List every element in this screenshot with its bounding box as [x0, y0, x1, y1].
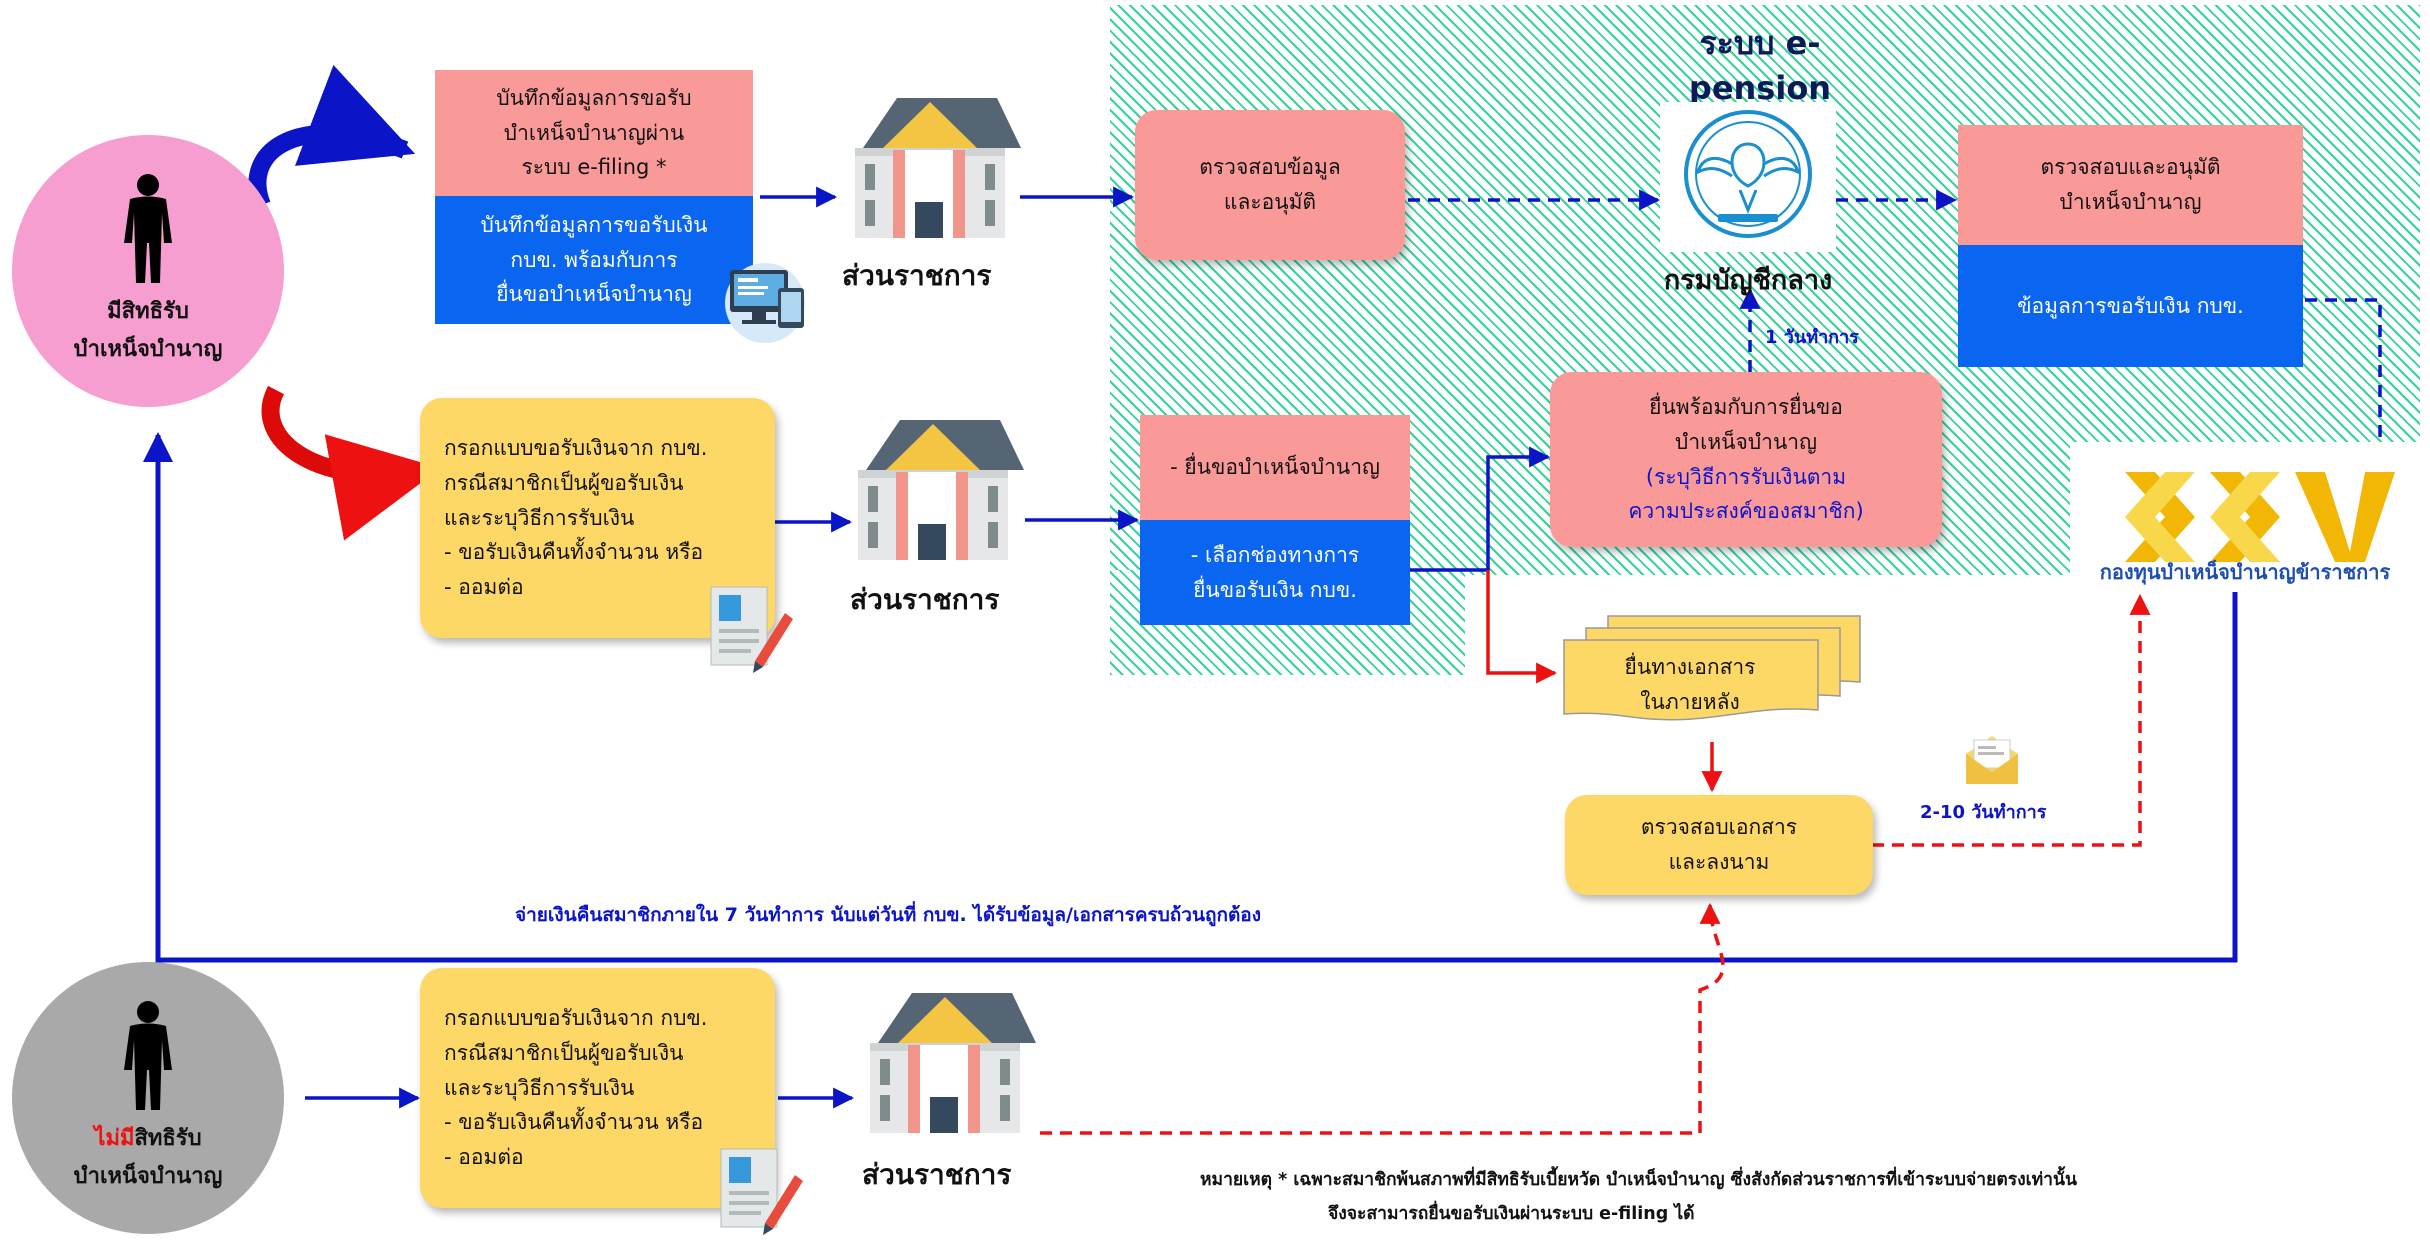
efiling-pink-line1: บันทึกข้อมูลการขอรับ — [496, 86, 692, 111]
government-building-icon — [870, 993, 1036, 1133]
cgd-data-box: ข้อมูลการขอรับเงิน กบข. — [1958, 245, 2303, 367]
not-entitled-prefix: ไม่มี — [94, 1125, 135, 1151]
form2-line4: - ขอรับเงินคืนทั้งจำนวน หรือ — [444, 1110, 704, 1135]
verify-line2: และอนุมัติ — [1223, 190, 1317, 214]
choose-channel-line2: ยื่นขอรับเงิน กบข. — [1193, 577, 1357, 602]
form1-line3: และระบุวิธีการรับเงิน — [444, 505, 635, 530]
dashed-agency3-to-check — [1040, 902, 1725, 1135]
entitled-label-line1: มีสิทธิรับ — [107, 298, 189, 324]
footnote-line2: จึงจะสามารถยื่นขอรับเงินผ่านระบบ e-filin… — [1328, 1204, 1695, 1225]
choose-channel-box: - เลือกช่องทางการ ยื่นขอรับเงิน กบข. — [1140, 520, 1410, 625]
cgd-label: กรมบัญชีกลาง — [1663, 265, 1833, 296]
form2-line2: กรณีสมาชิกเป็นผู้ขอรับเงิน — [444, 1041, 684, 1066]
stacked-documents-shape — [1563, 615, 1861, 721]
person-icon — [124, 173, 172, 283]
gpf-logo-icon — [2125, 472, 2395, 562]
doc-check-line2: และลงนาม — [1668, 850, 1770, 874]
dashed-check-to-fund — [1872, 593, 2151, 847]
cgd-verify-line2: บำเหน็จบำนาญ — [2059, 190, 2202, 214]
government-building-icon — [858, 420, 1024, 560]
agency-label-2: ส่วนราชการ — [850, 583, 1000, 616]
cgd-logo-frame — [1660, 102, 1836, 252]
footnote: หมายเหตุ * เฉพาะสมาชิกพ้นสภาพที่มีสิทธิร… — [1200, 1163, 2430, 1231]
submit-with-line2: บำเหน็จบำนาญ — [1675, 429, 1817, 454]
document-pen-icon — [710, 586, 793, 673]
not-entitled-label: ไม่มีสิทธิรับ บำเหน็จบำนาญ — [74, 1120, 223, 1197]
form1-line2: กรณีสมาชิกเป็นผู้ขอรับเงิน — [444, 471, 684, 496]
form1-line1: กรอกแบบขอรับเงินจาก กบข. — [444, 436, 708, 461]
document-pen-icon — [720, 1148, 803, 1235]
paper-line1: ยื่นทางเอกสาร — [1624, 655, 1756, 680]
efiling-blue-line1: บันทึกข้อมูลการขอรับเงิน — [480, 213, 708, 238]
submit-with-line1: ยื่นพร้อมกับการยื่นขอ — [1649, 395, 1843, 420]
system-title: ระบบ e-pension — [1688, 24, 1832, 107]
efiling-pink-line3: ระบบ e-filing * — [521, 155, 667, 180]
submit-with-note2: ความประสงค์ของสมาชิก) — [1628, 499, 1864, 524]
form1-line4: - ขอรับเงินคืนทั้งจำนวน หรือ — [444, 540, 704, 565]
not-entitled-member-circle: ไม่มีสิทธิรับ บำเหน็จบำนาญ — [12, 962, 284, 1234]
paper-submit-text: ยื่นทางเอกสาร ในภายหลัง — [1562, 648, 1818, 722]
efiling-gpf-box: บันทึกข้อมูลการขอรับเงิน กบข. พร้อมกับกา… — [435, 196, 753, 324]
form1-line5: - ออมต่อ — [444, 574, 524, 599]
refund-note: จ่ายเงินคืนสมาชิกภายใน 7 วันทำการ นับแต่… — [515, 904, 1262, 926]
efiling-blue-line2: กบข. พร้อมกับการ — [510, 247, 678, 272]
government-building-icon — [855, 98, 1021, 238]
efiling-blue-line3: ยื่นขอบำเหน็จบำนาญ — [496, 282, 692, 307]
gpf-logo-frame — [2070, 442, 2420, 592]
curve-arrow-form — [261, 385, 441, 541]
cgd-verify-line1: ตรวจสอบและอนุมัติ — [2040, 155, 2221, 180]
envelope-icon — [1966, 736, 2018, 784]
one-day-label: 1 วันทำการ — [1765, 327, 1859, 348]
entitled-label: มีสิทธิรับ บำเหน็จบำนาญ — [74, 293, 223, 370]
verify-line1: ตรวจสอบข้อมูล — [1199, 155, 1341, 180]
curve-arrow-efiling — [248, 64, 416, 209]
person-icon — [124, 1000, 172, 1110]
entitled-member-circle: มีสิทธิรับ บำเหน็จบำนาญ — [12, 135, 284, 407]
doc-check-line1: ตรวจสอบเอกสาร — [1640, 815, 1798, 840]
efiling-record-box: บันทึกข้อมูลการขอรับ บำเหน็จบำนาญผ่าน ระ… — [435, 70, 753, 196]
paper-line2: ในภายหลัง — [1640, 690, 1740, 714]
efiling-pink-line2: บำเหน็จบำนาญผ่าน — [503, 120, 685, 145]
choose-channel-line1: - เลือกช่องทางการ — [1190, 542, 1360, 567]
form2-line3: และระบุวิธีการรับเงิน — [444, 1075, 635, 1100]
agency-label-1: ส่วนราชการ — [842, 259, 992, 292]
form-not-entitled-box: กรอกแบบขอรับเงินจาก กบข. กรณีสมาชิกเป็นผ… — [420, 968, 775, 1208]
arrow-channel-to-submit-with — [1410, 446, 1551, 572]
arrow-channel-to-paper — [1486, 570, 1558, 684]
form2-line5: - ออมต่อ — [444, 1144, 524, 1169]
submit-pension-line: - ยื่นขอบำเหน็จบำนาญ — [1170, 455, 1380, 480]
garuda-seal-icon — [1684, 110, 1812, 238]
not-entitled-rest: สิทธิรับ — [134, 1125, 202, 1151]
gpf-label: กองทุนบำเหน็จบำนาญข้าราชการ — [2099, 560, 2391, 584]
entitled-label-line2: บำเหน็จบำนาญ — [73, 337, 223, 362]
agency-label-3: ส่วนราชการ — [862, 1158, 1012, 1191]
verify-approve-box: ตรวจสอบข้อมูล และอนุมัติ — [1135, 110, 1405, 260]
cgd-verify-box: ตรวจสอบและอนุมัติ บำเหน็จบำนาญ — [1958, 125, 2303, 245]
footnote-line1: หมายเหตุ * เฉพาะสมาชิกพ้นสภาพที่มีสิทธิร… — [1200, 1170, 2077, 1190]
submit-pension-box: - ยื่นขอบำเหน็จบำนาญ — [1140, 415, 1410, 520]
submit-with-pension-box: ยื่นพร้อมกับการยื่นขอ บำเหน็จบำนาญ (ระบุ… — [1550, 372, 1942, 547]
submit-with-note1: (ระบุวิธีการรับเงินตาม — [1645, 464, 1847, 489]
cgd-data-line: ข้อมูลการขอรับเงิน กบข. — [2017, 293, 2244, 318]
computer-monitor-icon — [725, 263, 805, 343]
two-ten-days-label: 2-10 วันทำการ — [1920, 802, 2047, 823]
doc-check-box: ตรวจสอบเอกสาร และลงนาม — [1565, 795, 1873, 895]
not-entitled-line2: บำเหน็จบำนาญ — [73, 1164, 223, 1189]
refund-return-line — [143, 432, 2238, 963]
form2-line1: กรอกแบบขอรับเงินจาก กบข. — [444, 1006, 708, 1031]
